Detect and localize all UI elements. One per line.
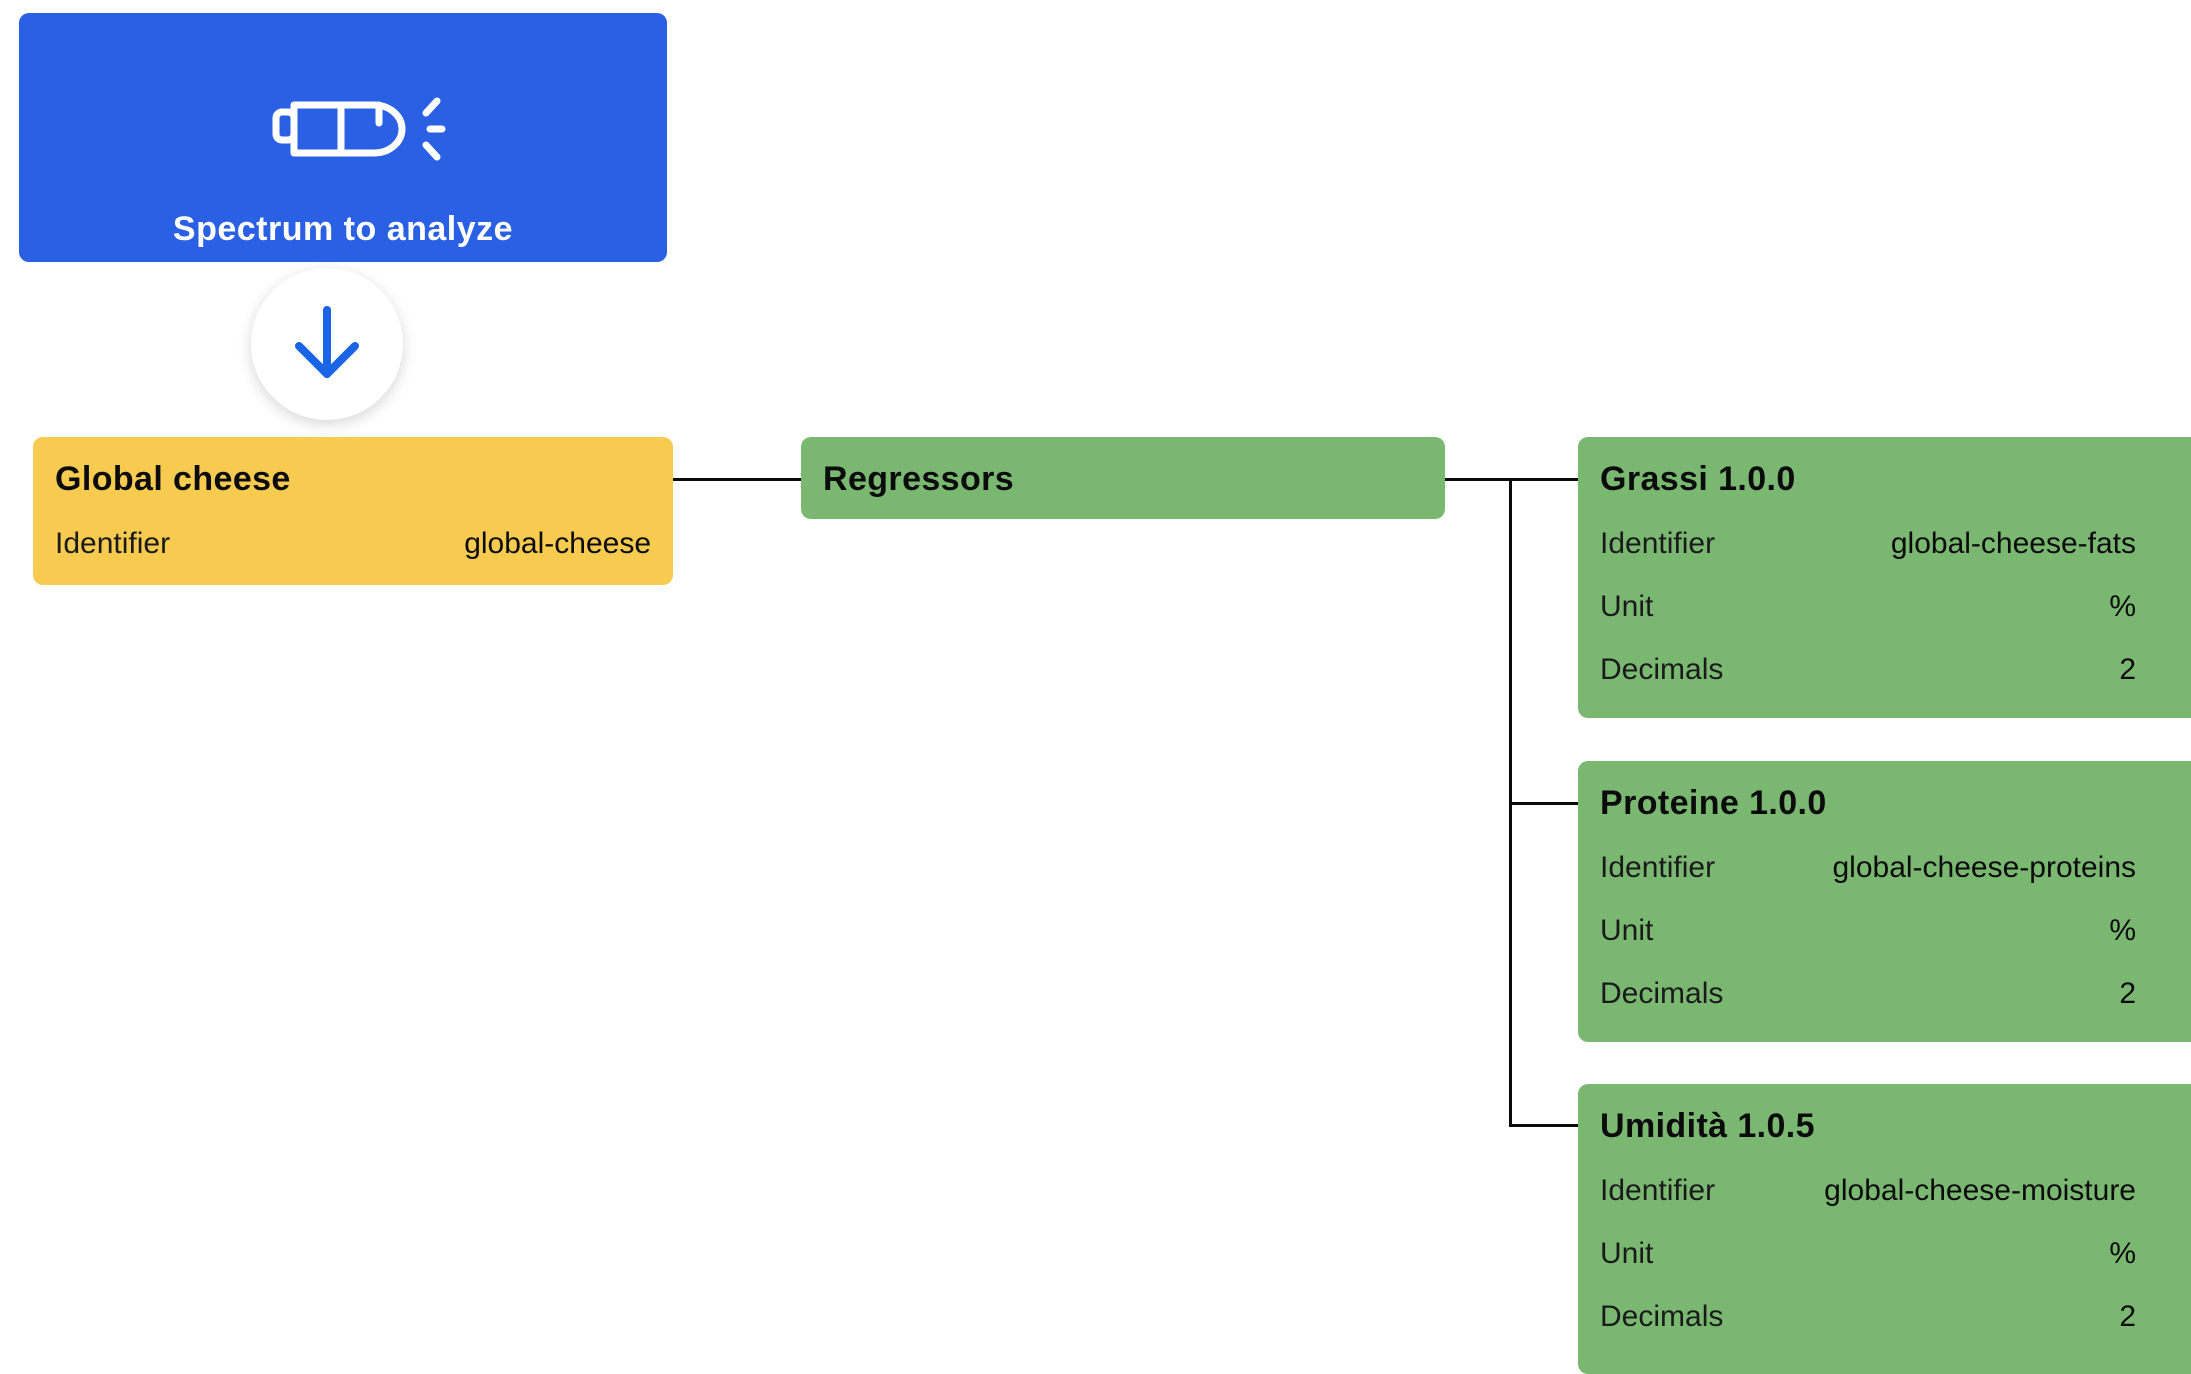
regressor-title: Umidità 1.0.5	[1600, 1107, 1815, 1145]
regressor-field-label: Unit	[1600, 590, 1654, 623]
spectrum-source-card[interactable]: Spectrum to analyze	[19, 13, 667, 262]
regressor-title: Proteine 1.0.0	[1600, 784, 1827, 822]
model-field-value: global-cheese	[464, 527, 651, 560]
regressor-field-label: Identifier	[1600, 851, 1716, 884]
regressor-field-label: Identifier	[1600, 527, 1716, 560]
regressor-title: Grassi 1.0.0	[1600, 460, 1796, 498]
regressor-field-value: global-cheese-fats	[1890, 527, 2136, 560]
model-node-title: Global cheese	[55, 460, 291, 498]
model-field-row: Identifier global-cheese	[55, 529, 651, 559]
regressors-group-node[interactable]: Regressors	[801, 437, 1445, 519]
regressor-field-label: Identifier	[1600, 1174, 1716, 1207]
regressor-node-fats[interactable]: Grassi 1.0.0 Identifier global-cheese-fa…	[1578, 437, 2191, 718]
regressor-field-row: Identifier global-cheese-proteins	[1600, 853, 2191, 883]
regressor-field-value: %	[2109, 590, 2136, 623]
regressor-field-label: Decimals	[1600, 653, 1724, 686]
regressor-node-proteins[interactable]: Proteine 1.0.0 Identifier global-cheese-…	[1578, 761, 2191, 1042]
connector-model-group	[673, 478, 801, 481]
regressor-field-label: Unit	[1600, 914, 1654, 947]
connector-branch-2	[1509, 1124, 1578, 1127]
regressor-field-label: Unit	[1600, 1237, 1654, 1270]
model-node-global-cheese[interactable]: Global cheese Identifier global-cheese	[33, 437, 673, 585]
spectrum-source-title: Spectrum to analyze	[172, 210, 514, 248]
regressor-field-row: Unit %	[1600, 592, 2191, 622]
regressor-field-label: Decimals	[1600, 1300, 1724, 1333]
regressor-field-value: global-cheese-proteins	[1832, 851, 2136, 884]
regressor-field-row: Unit %	[1600, 1239, 2191, 1269]
regressor-field-label: Decimals	[1600, 977, 1724, 1010]
regressors-group-title: Regressors	[823, 460, 1015, 498]
regressor-field-row: Decimals 2	[1600, 1302, 2191, 1332]
regressor-field-value: global-cheese-moisture	[1824, 1174, 2136, 1207]
model-field-label: Identifier	[55, 527, 171, 560]
connector-branch-0	[1509, 478, 1578, 481]
regressor-field-row: Identifier global-cheese-moisture	[1600, 1176, 2191, 1206]
regressor-field-value: 2	[2119, 1300, 2136, 1333]
regressor-field-value: 2	[2119, 653, 2136, 686]
regressor-field-row: Decimals 2	[1600, 979, 2191, 1009]
regressor-field-value: 2	[2119, 977, 2136, 1010]
connector-branch-1	[1509, 802, 1578, 805]
regressor-node-moisture[interactable]: Umidità 1.0.5 Identifier global-cheese-m…	[1578, 1084, 2191, 1374]
regressor-field-value: %	[2109, 1237, 2136, 1270]
regressor-field-row: Decimals 2	[1600, 655, 2191, 685]
arrow-down-icon	[295, 306, 359, 378]
regressor-field-row: Identifier global-cheese-fats	[1600, 529, 2191, 559]
spectrometer-icon	[272, 97, 446, 161]
regressor-field-value: %	[2109, 914, 2136, 947]
connector-group-trunk	[1445, 478, 1512, 481]
flow-arrow-button[interactable]	[251, 268, 403, 420]
regressor-field-row: Unit %	[1600, 916, 2191, 946]
